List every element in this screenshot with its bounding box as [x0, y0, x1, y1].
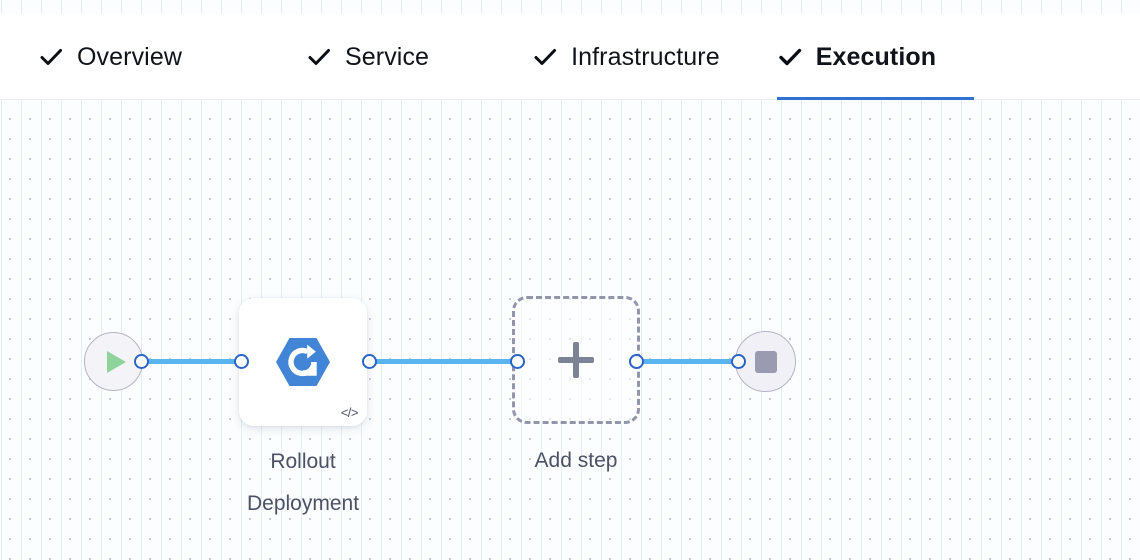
handle-add-output[interactable] — [629, 354, 644, 369]
rollout-deployment-icon — [274, 333, 332, 391]
step-node-rollout-deployment[interactable]: </> — [239, 298, 367, 426]
handle-step-output[interactable] — [362, 354, 377, 369]
edge-add-to-end[interactable] — [636, 359, 740, 364]
check-icon — [306, 44, 332, 70]
plus-icon — [558, 342, 594, 378]
handle-add-input[interactable] — [510, 354, 525, 369]
tab-service[interactable]: Service — [306, 14, 429, 100]
check-icon — [38, 44, 64, 70]
handle-start-output[interactable] — [134, 354, 149, 369]
step-node-label: Rollout Deployment — [246, 450, 360, 515]
check-icon — [532, 44, 558, 70]
add-step-label: Add step — [534, 449, 618, 472]
add-step-node[interactable] — [512, 296, 640, 424]
check-icon — [777, 44, 803, 70]
handle-step-input[interactable] — [234, 354, 249, 369]
start-node[interactable] — [84, 332, 143, 391]
tab-infrastructure[interactable]: Infrastructure — [532, 14, 720, 100]
handle-end-input[interactable] — [731, 354, 746, 369]
tabbar-divider — [0, 99, 1140, 100]
wizard-tabs: Overview Service Infrastructure — [0, 14, 1140, 100]
tab-active-indicator — [776, 97, 975, 100]
stop-icon — [754, 350, 777, 373]
edge-step-to-add[interactable] — [368, 359, 518, 364]
tab-execution-label: Execution — [815, 42, 937, 71]
code-icon: </> — [340, 405, 359, 420]
tab-overview-label: Overview — [77, 42, 182, 71]
tab-service-label: Service — [345, 42, 430, 71]
tab-overview[interactable]: Overview — [38, 14, 182, 100]
edge-start-to-step[interactable] — [140, 359, 242, 364]
tab-execution[interactable]: Execution — [776, 14, 975, 100]
play-icon — [107, 350, 126, 373]
wizard-tabbar — [0, 14, 1140, 100]
tab-infrastructure-label: Infrastructure — [571, 42, 720, 71]
